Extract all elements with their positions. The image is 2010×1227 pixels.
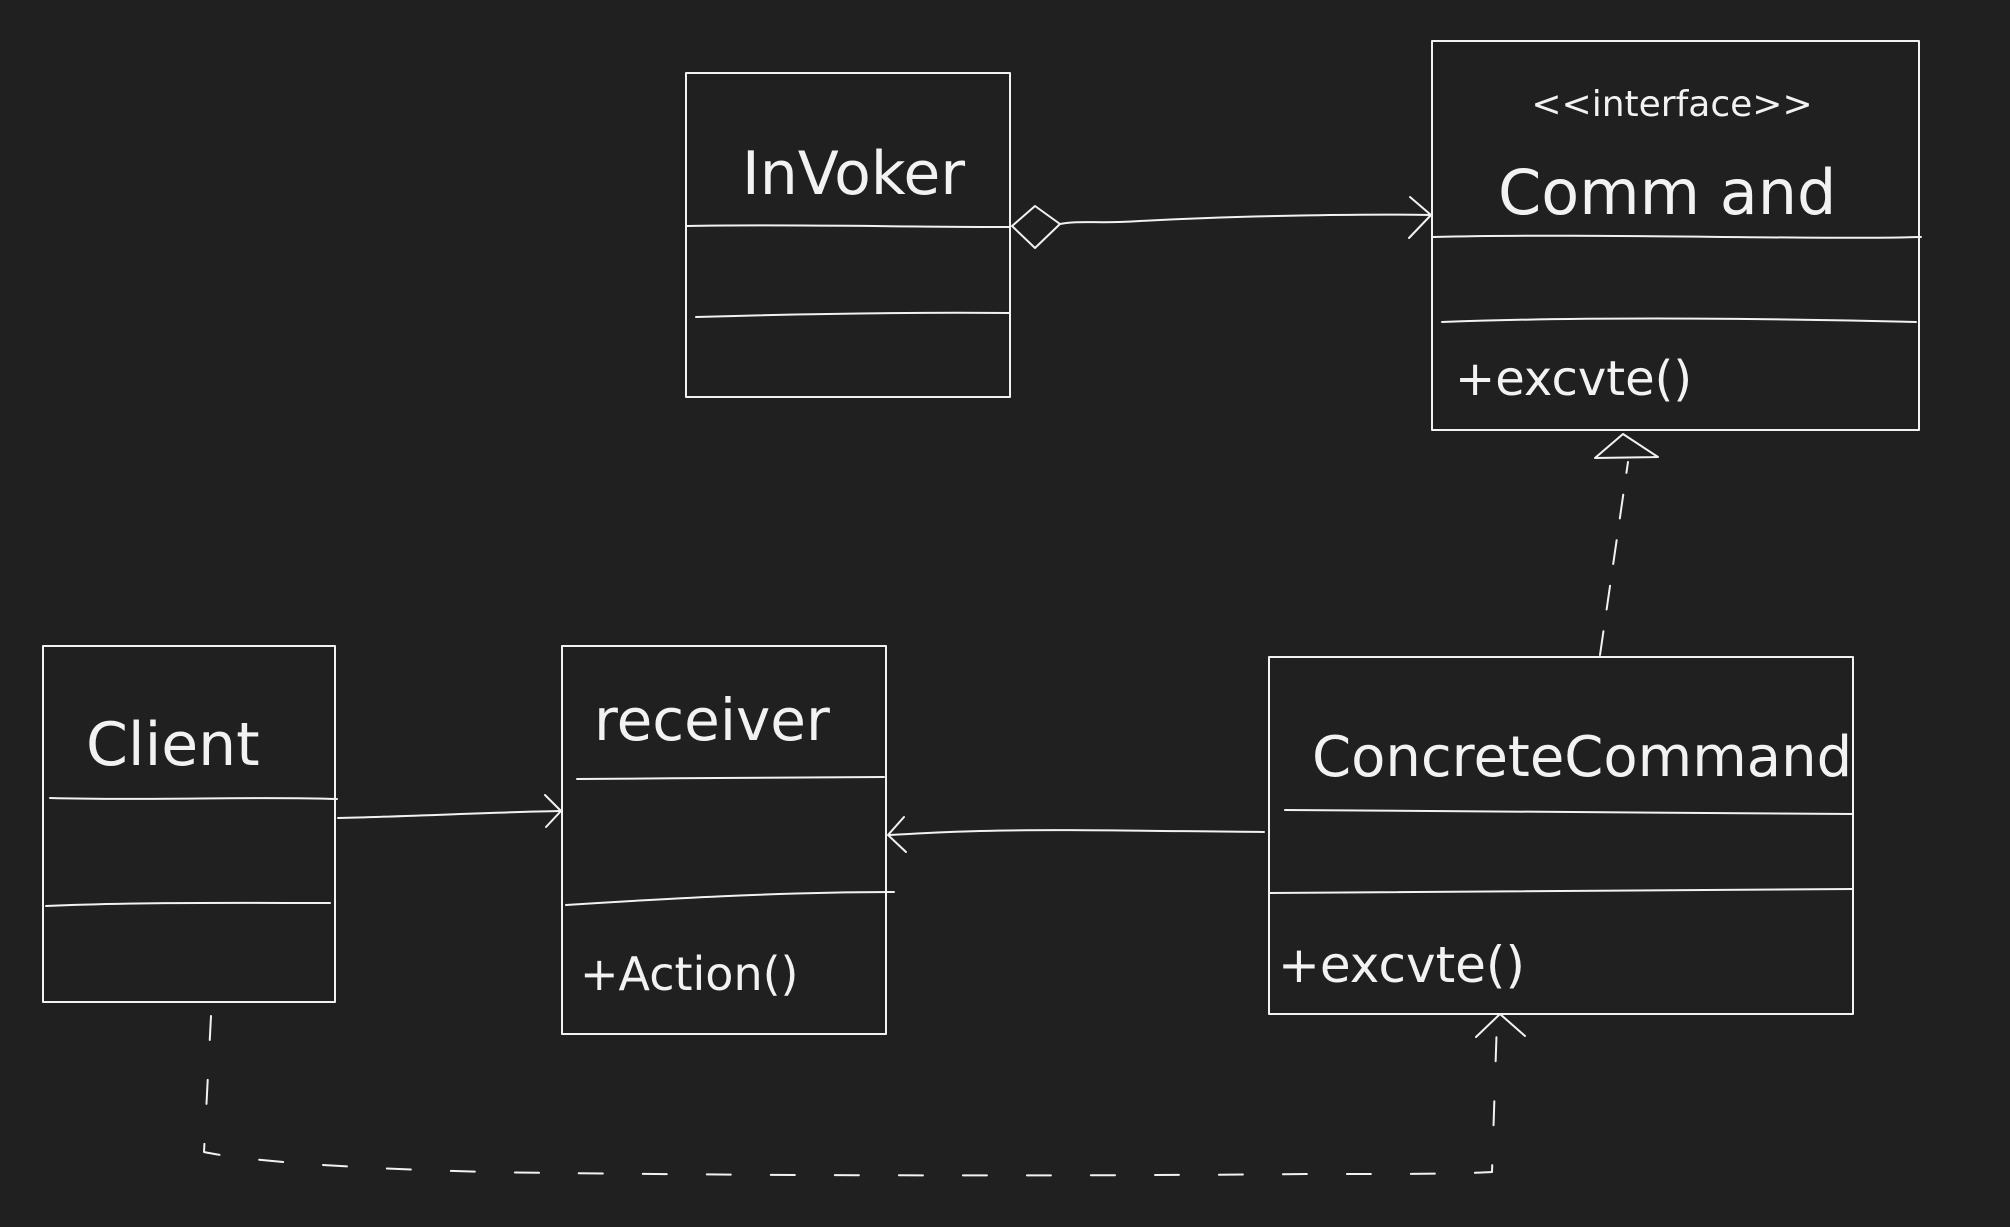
association-arrowhead-client <box>544 794 562 828</box>
class-command-method-0: +excvte() <box>1455 351 1692 407</box>
class-concrete-command-box <box>1268 656 1854 1015</box>
relation-association-concrete-receiver <box>887 816 1265 853</box>
class-concrete-command-divider-2 <box>1269 888 1854 894</box>
association-line-client <box>337 810 561 819</box>
class-command[interactable] <box>1431 40 1922 431</box>
class-invoker-name: InVoker <box>742 139 965 209</box>
class-client[interactable] <box>42 645 338 1003</box>
relation-dependency-client-concrete <box>203 1013 1526 1177</box>
relation-aggregation-invoker-command <box>1011 196 1432 249</box>
dependency-line <box>203 1015 1498 1177</box>
class-command-divider-1 <box>1432 234 1922 239</box>
aggregation-arrowhead <box>1408 196 1432 239</box>
class-invoker-divider-1 <box>686 224 1011 228</box>
class-invoker-box <box>685 72 1011 398</box>
class-client-name: Client <box>86 710 260 780</box>
class-command-name: Comm and <box>1498 156 1836 229</box>
aggregation-line <box>1059 213 1431 225</box>
class-receiver-divider-2 <box>565 891 895 906</box>
class-receiver[interactable] <box>561 645 895 1035</box>
class-concrete-command-name: ConcreteCommand <box>1312 725 1852 790</box>
class-command-box <box>1431 40 1920 431</box>
class-command-divider-2 <box>1441 317 1917 323</box>
association-arrowhead-concrete <box>887 816 907 853</box>
realization-line <box>1599 461 1629 656</box>
class-client-divider-1 <box>49 797 338 800</box>
dependency-arrowhead <box>1475 1013 1526 1038</box>
class-invoker-divider-2 <box>695 311 1011 318</box>
command-stereotype: <<interface>> <box>1531 84 1812 125</box>
relation-realization-concrete-command <box>1594 433 1659 656</box>
class-receiver-name: receiver <box>594 686 830 754</box>
class-invoker[interactable] <box>685 72 1011 398</box>
relation-association-client-receiver <box>337 794 562 828</box>
class-client-divider-2 <box>45 901 331 907</box>
class-receiver-box <box>561 645 887 1035</box>
association-line-concrete <box>888 829 1265 836</box>
class-receiver-method-0: +Action() <box>580 947 799 1001</box>
class-receiver-divider-1 <box>576 776 885 780</box>
aggregation-diamond <box>1011 205 1061 249</box>
realization-triangle <box>1594 433 1659 459</box>
class-concrete-command-divider-1 <box>1284 809 1854 815</box>
class-concrete-command[interactable] <box>1268 656 1854 1015</box>
class-client-box <box>42 645 336 1003</box>
class-concrete-command-method-0: +excvte() <box>1278 936 1525 994</box>
